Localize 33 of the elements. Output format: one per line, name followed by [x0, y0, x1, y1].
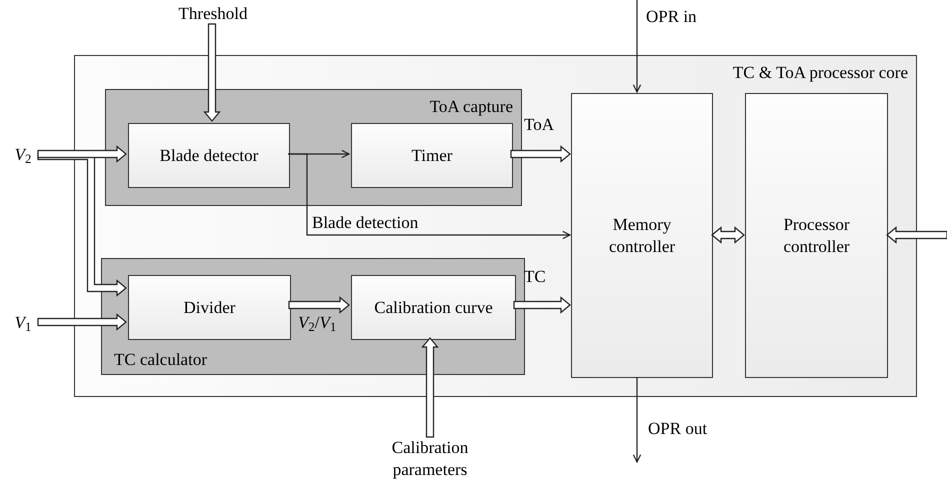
input-label: Calibration parameters: [378, 437, 482, 481]
module-panel: [101, 258, 525, 375]
block-box: Calibration curve: [351, 275, 516, 340]
arrow: [632, 0, 642, 93]
input-label: V$_{1}$: [8, 310, 38, 336]
panel-title: TC calculator: [114, 348, 207, 370]
block-box: Blade detector: [128, 123, 290, 188]
processor-core-panel: [74, 55, 917, 397]
hollow-arrow: [513, 296, 571, 314]
block-box: Memory controller: [571, 93, 713, 378]
hollow-arrow: [203, 23, 221, 122]
edge-label: Blade detection: [312, 212, 418, 234]
hollow-arrow: [288, 296, 350, 314]
hollow-arrow: [37, 313, 127, 331]
hollow-arrow: [37, 145, 127, 163]
panel-title: TC & ToA processor core: [732, 62, 908, 84]
input-label: V$_{2}$: [8, 142, 38, 168]
block-box: Divider: [128, 275, 291, 340]
arrow: [632, 377, 642, 463]
hollow-arrow: [711, 226, 745, 244]
arrow: [288, 153, 571, 240]
edge-label: OPR out: [648, 418, 708, 440]
panel-title: ToA capture: [430, 96, 513, 118]
edge-label: OPR in: [646, 6, 697, 28]
edge-label: V$_{2}$/V$_{1}$: [298, 312, 336, 334]
hollow-arrow: [421, 337, 439, 438]
hollow-arrow: [886, 226, 947, 244]
edge-label: ToA: [524, 114, 554, 136]
input-label: Threshold: [170, 3, 256, 24]
block-box: Processor controller: [745, 93, 888, 378]
block-box: Timer: [351, 123, 513, 188]
module-panel: [105, 89, 522, 206]
hollow-arrow: [510, 145, 571, 163]
